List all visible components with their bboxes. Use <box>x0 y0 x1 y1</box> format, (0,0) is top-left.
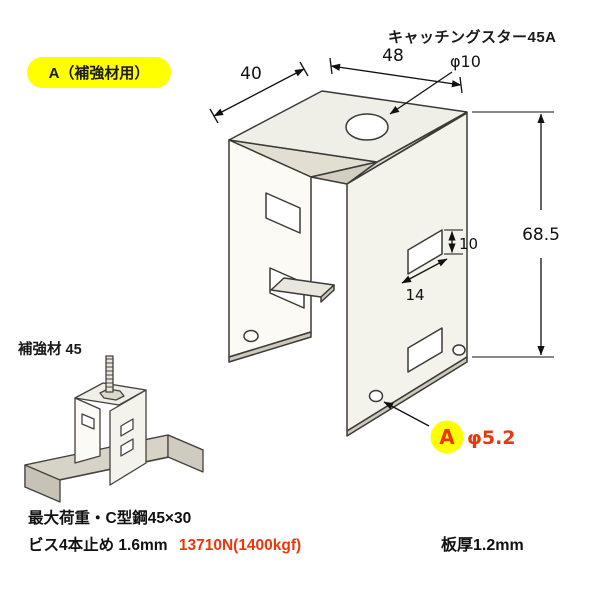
dim-top-right-width: 48 <box>382 46 404 66</box>
usage-inset-drawing <box>24 355 204 503</box>
mini-bracket-left-panel <box>74 397 101 464</box>
max-load-spec: 最大荷重・C型鋼45×30 <box>28 510 192 527</box>
plate-thickness-spec: 板厚1.2mm <box>441 537 524 554</box>
dimension-lines <box>209 57 554 427</box>
right-panel-screw-hole-1 <box>452 344 466 356</box>
product-title: キャッチングスター45A <box>388 29 557 46</box>
dim-slot-height: 10 <box>459 235 478 253</box>
hole-marker-letter: A <box>439 425 455 449</box>
bracket-right-panel-bottom-edge <box>346 356 468 437</box>
fastening-spec: ビス4本止め 1.6mm 13710N(1400kgf) <box>28 533 301 555</box>
variant-badge-label: A（補強材用） <box>48 65 150 82</box>
hole-marker-badge <box>430 420 464 454</box>
bracket-left-panel-bottom-edge <box>228 331 312 363</box>
punched-tab-edge <box>320 284 335 303</box>
top-hanger-hole <box>345 113 389 141</box>
inset-label: 補強材 45 <box>18 342 82 358</box>
load-value: 13710N(1400kgf) <box>178 537 302 554</box>
dim-small-hole-diameter: φ5.2 <box>467 427 516 449</box>
channel-left-end <box>24 464 61 503</box>
rod-threads <box>106 358 113 388</box>
mini-right-slot-2 <box>120 438 134 457</box>
dim-slot-width: 14 <box>405 286 424 304</box>
screws-spec: ビス4本止め 1.6mm <box>28 537 168 554</box>
right-panel-lower-slot <box>407 327 443 373</box>
bracket-inner-sliver <box>310 161 378 185</box>
channel-right-end <box>167 434 204 473</box>
right-panel-screw-hole-2 <box>368 389 384 403</box>
threaded-rod <box>105 355 114 393</box>
dim-top-left-width: 40 <box>240 64 262 84</box>
variant-badge: A（補強材用） <box>27 57 171 88</box>
mini-right-slot-1 <box>120 418 134 437</box>
bracket-drawing <box>228 90 468 437</box>
mini-left-slot <box>81 413 95 430</box>
bracket-left-panel <box>228 139 312 358</box>
left-panel-upper-slot <box>265 192 301 234</box>
dim-top-hole-diameter: φ10 <box>450 52 481 71</box>
left-panel-screw-hole <box>243 329 259 343</box>
dim-height: 68.5 <box>522 225 560 245</box>
